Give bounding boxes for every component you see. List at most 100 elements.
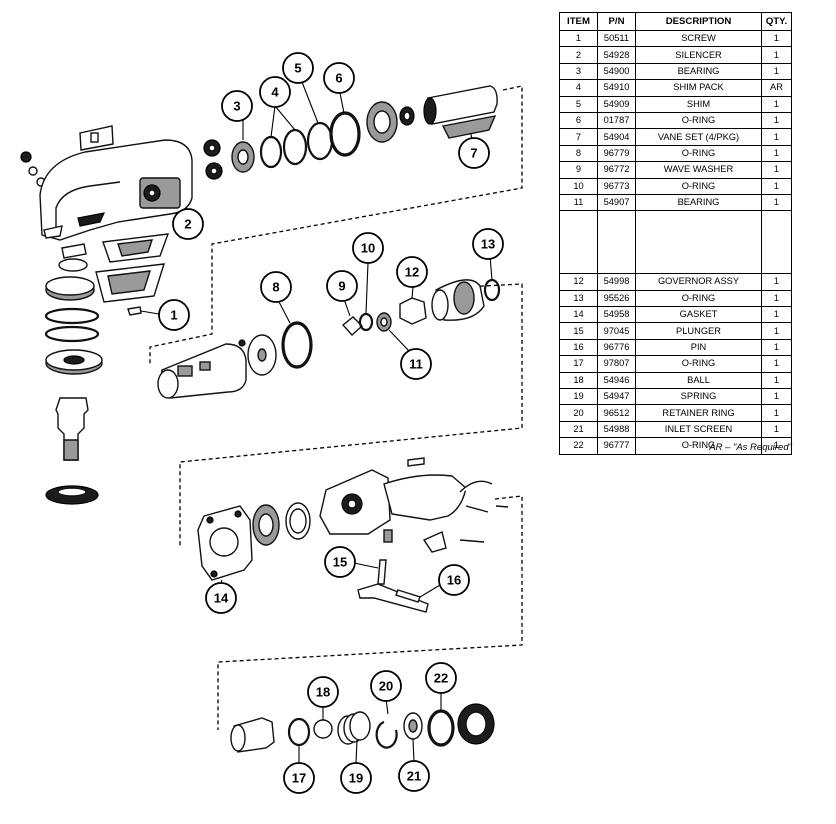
cell-description: BEARING bbox=[635, 193, 762, 212]
callout-18: 18 bbox=[307, 676, 339, 708]
cell-description: SPRING bbox=[635, 388, 762, 406]
cell-description: INLET SCREEN bbox=[635, 420, 762, 439]
svg-text:20: 20 bbox=[379, 679, 393, 694]
callout-11: 11 bbox=[400, 348, 432, 380]
callout-12: 12 bbox=[396, 256, 428, 288]
cell-qty: 1 bbox=[761, 355, 792, 373]
cell-pn: 54958 bbox=[597, 306, 636, 324]
cell-qty: 1 bbox=[761, 388, 792, 406]
callout-22: 22 bbox=[425, 662, 457, 694]
callout-15: 15 bbox=[324, 546, 356, 578]
svg-text:14: 14 bbox=[214, 591, 229, 606]
cell-qty: 1 bbox=[761, 128, 792, 146]
cell-description: GOVERNOR ASSY bbox=[635, 273, 762, 291]
cell-pn: 01787 bbox=[597, 111, 636, 130]
cell-pn: 54904 bbox=[597, 128, 636, 146]
cell-description: VANE SET (4/PKG) bbox=[635, 128, 762, 146]
cell-pn: 97807 bbox=[597, 355, 636, 373]
callout-10: 10 bbox=[352, 232, 384, 264]
cell-item: 12 bbox=[559, 273, 598, 291]
cell-qty: 1 bbox=[761, 193, 792, 212]
cell-item: 10 bbox=[559, 177, 598, 195]
cell-pn: 96779 bbox=[597, 144, 636, 163]
header-description: DESCRIPTION bbox=[635, 12, 762, 31]
as-required-note: AR – "As Required" bbox=[709, 442, 792, 453]
cell-qty: 1 bbox=[761, 306, 792, 324]
cell-description: PLUNGER bbox=[635, 322, 762, 340]
cell-description: SHIM bbox=[635, 95, 762, 113]
svg-text:1: 1 bbox=[170, 308, 177, 323]
svg-text:2: 2 bbox=[184, 217, 191, 232]
cell-pn: 54947 bbox=[597, 388, 636, 406]
cell-item: 15 bbox=[559, 322, 598, 340]
cell-qty: 1 bbox=[761, 95, 792, 113]
cell-qty: 1 bbox=[761, 161, 792, 179]
cell-qty: 1 bbox=[761, 62, 792, 81]
cell-item: 11 bbox=[559, 193, 598, 212]
cell-pn: 54907 bbox=[597, 193, 636, 212]
cell-qty: 1 bbox=[761, 322, 792, 340]
cell-item: 1 bbox=[559, 29, 598, 48]
cell-pn: 54909 bbox=[597, 95, 636, 113]
svg-text:8: 8 bbox=[272, 280, 279, 295]
cell-item: 19 bbox=[559, 388, 598, 406]
cell-description: O-RING bbox=[635, 144, 762, 163]
cell-item: 2 bbox=[559, 46, 598, 64]
svg-text:19: 19 bbox=[349, 771, 363, 786]
cell-item: 18 bbox=[559, 371, 598, 390]
svg-text:7: 7 bbox=[470, 146, 477, 161]
cell-item: 16 bbox=[559, 338, 598, 357]
cell-description: PIN bbox=[635, 338, 762, 357]
callout-16: 16 bbox=[438, 564, 470, 596]
cell-pn: 96512 bbox=[597, 404, 636, 422]
table-spacer bbox=[559, 210, 792, 275]
svg-text:10: 10 bbox=[361, 241, 375, 256]
cell-description: SHIM PACK bbox=[635, 79, 762, 97]
svg-text:16: 16 bbox=[447, 573, 461, 588]
cell-qty: 1 bbox=[761, 371, 792, 390]
cell-pn: 96776 bbox=[597, 338, 636, 357]
cylinder-governor-group bbox=[157, 255, 501, 399]
cell-pn: 97045 bbox=[597, 322, 636, 340]
svg-text:21: 21 bbox=[407, 769, 421, 784]
cell-qty: 1 bbox=[761, 404, 792, 422]
cell-item: 13 bbox=[559, 289, 598, 308]
cell-description: BALL bbox=[635, 371, 762, 390]
cell-item: 17 bbox=[559, 355, 598, 373]
rotor-group bbox=[203, 81, 498, 180]
cell-qty: 1 bbox=[761, 29, 792, 48]
inlet-group bbox=[230, 693, 495, 764]
cell-qty: 1 bbox=[761, 420, 792, 439]
cell-item: 6 bbox=[559, 111, 598, 130]
svg-text:15: 15 bbox=[333, 555, 347, 570]
header-qty: QTY. bbox=[761, 12, 792, 31]
cell-pn: 54928 bbox=[597, 46, 636, 64]
cell-qty: 1 bbox=[761, 46, 792, 64]
cell-item: 4 bbox=[559, 79, 598, 97]
cell-description: O-RING bbox=[635, 111, 762, 130]
callout-9: 9 bbox=[326, 270, 358, 302]
cell-pn: 54998 bbox=[597, 273, 636, 291]
cell-qty: 1 bbox=[761, 289, 792, 308]
handle-group bbox=[197, 457, 509, 613]
callout-17: 17 bbox=[283, 762, 315, 794]
header-pn: P/N bbox=[597, 12, 636, 31]
svg-text:18: 18 bbox=[316, 685, 330, 700]
cell-item: 3 bbox=[559, 62, 598, 81]
svg-text:13: 13 bbox=[481, 237, 495, 252]
callout-7: 7 bbox=[458, 137, 490, 169]
